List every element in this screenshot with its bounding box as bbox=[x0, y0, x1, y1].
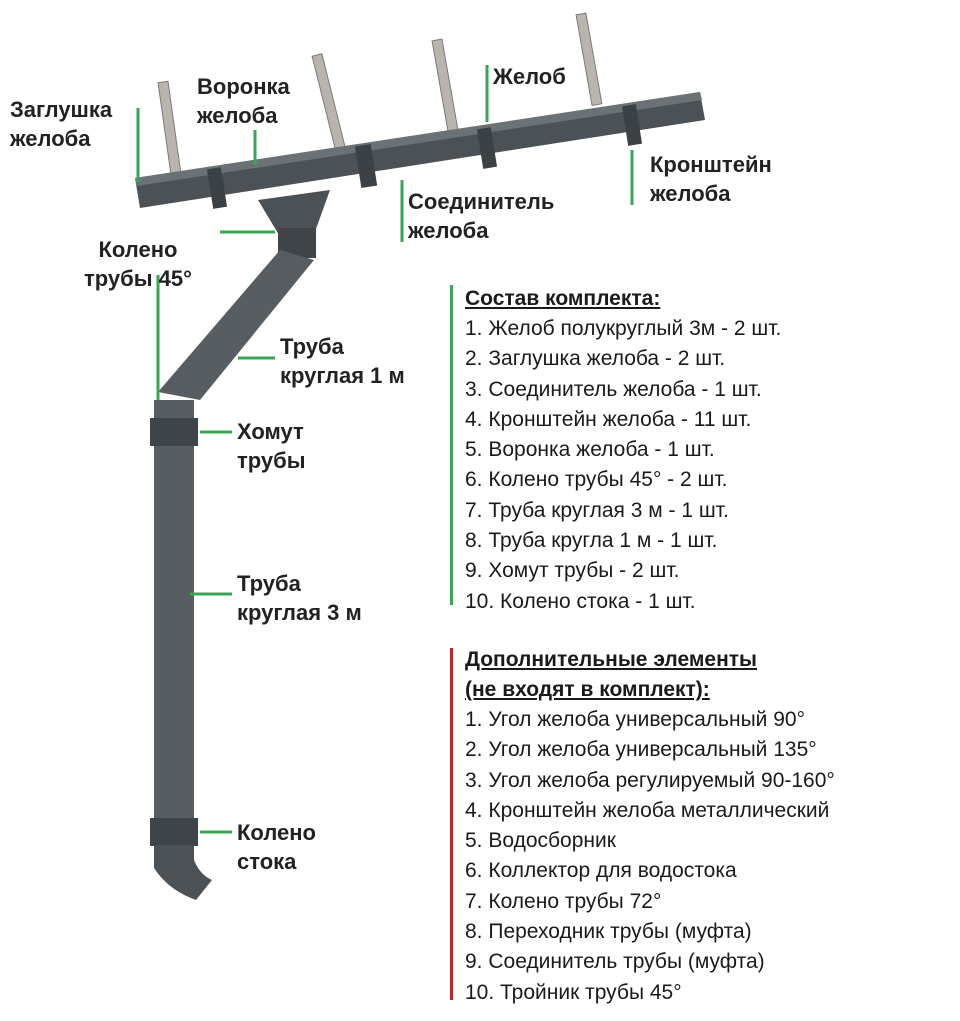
funnel bbox=[258, 190, 330, 240]
list-item: 4. Кронштейн желоба - 11 шт. bbox=[465, 407, 752, 431]
label-pipe-3m: Труба круглая 3 м bbox=[237, 571, 362, 625]
gutter-brackets bbox=[206, 104, 643, 209]
extra-accent-bar bbox=[450, 648, 453, 1000]
list-item: 6. Коллектор для водостока bbox=[465, 859, 737, 883]
list-item: 10. Тройник трубы 45° bbox=[465, 980, 682, 1004]
label-end-cap: Заглушка желоба bbox=[10, 97, 113, 151]
extra-title-line2: (не входят в комплект): bbox=[465, 678, 710, 701]
list-item: 2. Заглушка желоба - 2 шт. bbox=[465, 347, 726, 371]
list-item: 9. Хомут трубы - 2 шт. bbox=[465, 559, 680, 583]
label-pipe-1m: Труба круглая 1 м bbox=[280, 334, 405, 388]
list-item: 4. Кронштейн желоба металлический bbox=[465, 798, 830, 822]
extra-title-line1: Дополнительные элементы bbox=[465, 648, 757, 671]
label-gutter: Желоб bbox=[493, 64, 566, 89]
list-item: 1. Желоб полукруглый 3м - 2 шт. bbox=[465, 317, 782, 340]
leader-lines bbox=[136, 65, 634, 834]
label-elbow45: Колено трубы 45° bbox=[84, 237, 192, 291]
list-item: 9. Соединитель трубы (муфта) bbox=[465, 950, 765, 974]
list-item: 8. Труба кругла 1 м - 1 шт. bbox=[465, 529, 718, 553]
list-item: 6. Колено трубы 45° - 2 шт. bbox=[465, 468, 728, 492]
pipe-3m bbox=[154, 400, 194, 840]
list-item: 7. Труба круглая 3 м - 1 шт. bbox=[465, 498, 729, 522]
kit-accent-bar bbox=[450, 285, 453, 605]
kit-title: Состав комплекта: bbox=[465, 287, 661, 310]
label-clamp: Хомут трубы bbox=[237, 419, 306, 473]
list-item: 5. Воронка желоба - 1 шт. bbox=[465, 438, 715, 462]
list-item: 10. Колено стока - 1 шт. bbox=[465, 589, 696, 613]
clamp-top bbox=[150, 418, 198, 446]
outlet-elbow bbox=[154, 845, 212, 900]
clamp-bottom bbox=[150, 818, 198, 846]
label-outlet: Колено стока bbox=[237, 820, 316, 874]
list-item: 5. Водосборник bbox=[465, 829, 616, 853]
label-bracket: Кронштейн желоба bbox=[650, 152, 772, 206]
list-item: 3. Угол желоба регулируемый 90-160° bbox=[465, 768, 835, 792]
label-funnel: Воронка желоба bbox=[197, 74, 290, 128]
kit-list: Состав комплекта: 1. Желоб полукруглый 3… bbox=[465, 284, 781, 617]
list-item: 7. Колено трубы 72° bbox=[465, 889, 662, 913]
list-item: 3. Соединитель желоба - 1 шт. bbox=[465, 377, 762, 401]
extra-list: Дополнительные элементы (не входят в ком… bbox=[465, 645, 835, 1008]
list-item: 1. Угол желоба универсальный 90° bbox=[465, 708, 805, 731]
label-connector: Соединитель желоба bbox=[408, 189, 555, 243]
hanger-brackets bbox=[157, 12, 603, 183]
list-item: 8. Переходник трубы (муфта) bbox=[465, 920, 752, 944]
list-item: 2. Угол желоба универсальный 135° bbox=[465, 738, 817, 762]
pipe-1m bbox=[158, 250, 314, 400]
